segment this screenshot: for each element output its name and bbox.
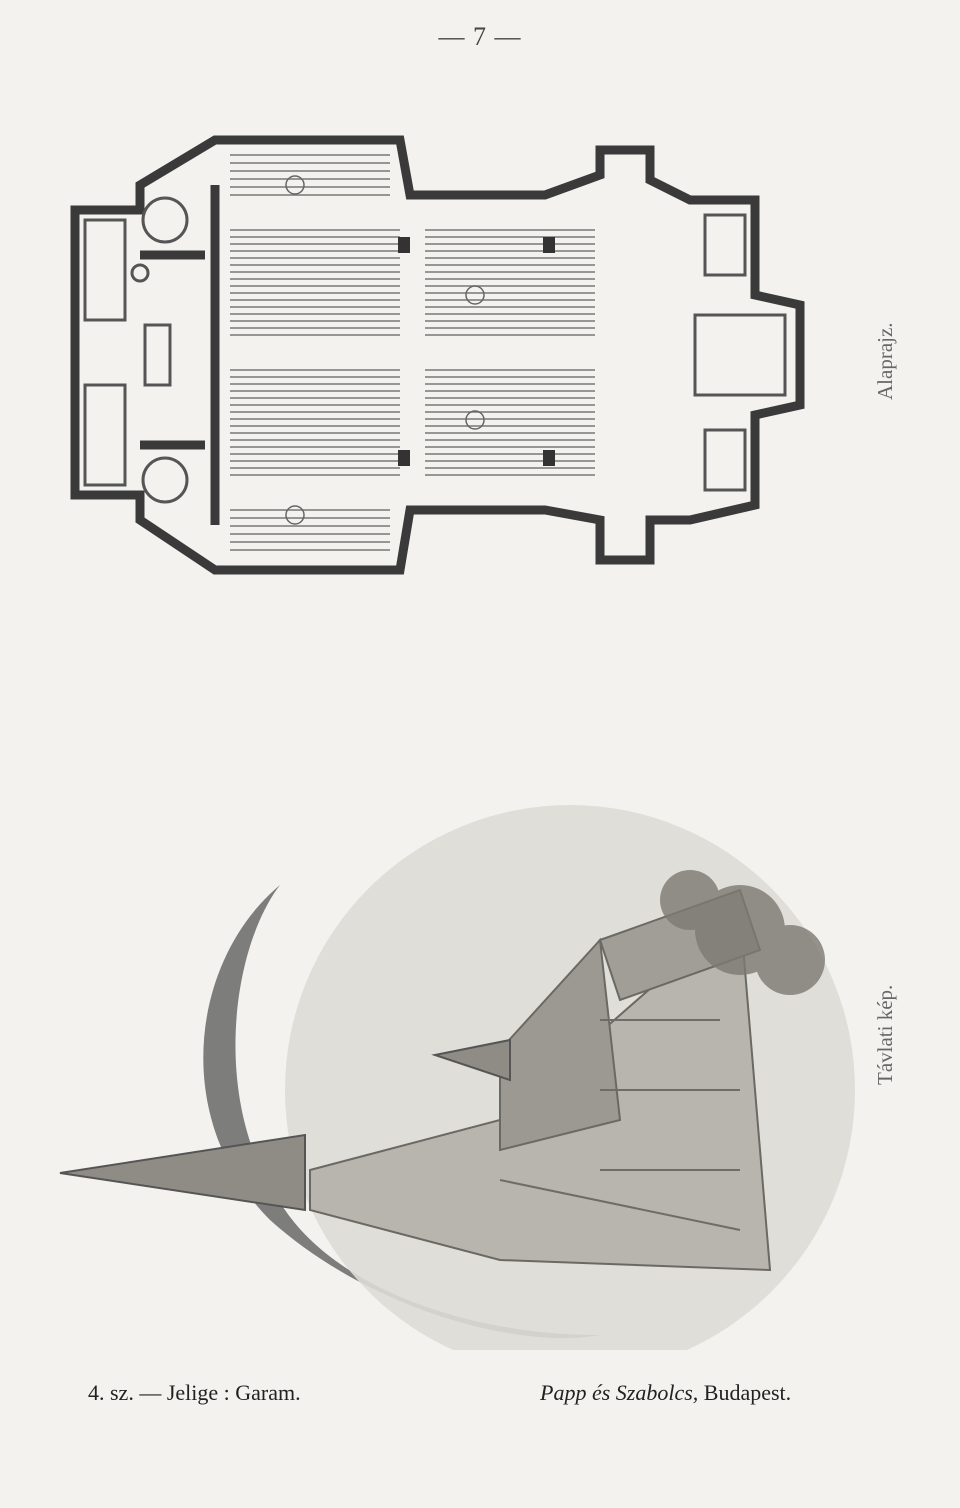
page-number: — 7 —	[438, 22, 522, 51]
footer: 4. sz. — Jelige : Garam. Papp és Szabolc…	[0, 1380, 960, 1420]
perspective-drawing	[59, 790, 855, 1350]
floor-plan-drawing	[70, 135, 805, 575]
authors-name: Papp és Szabolcs,	[540, 1380, 699, 1405]
perspective-caption: Távlati kép.	[873, 984, 897, 1085]
authors-city: Budapest.	[698, 1380, 792, 1405]
floor-plan-caption: Alaprajz.	[873, 322, 897, 400]
authors-line: Papp és Szabolcs, Budapest.	[540, 1380, 791, 1406]
entry-label: 4. sz. — Jelige : Garam.	[88, 1380, 301, 1405]
